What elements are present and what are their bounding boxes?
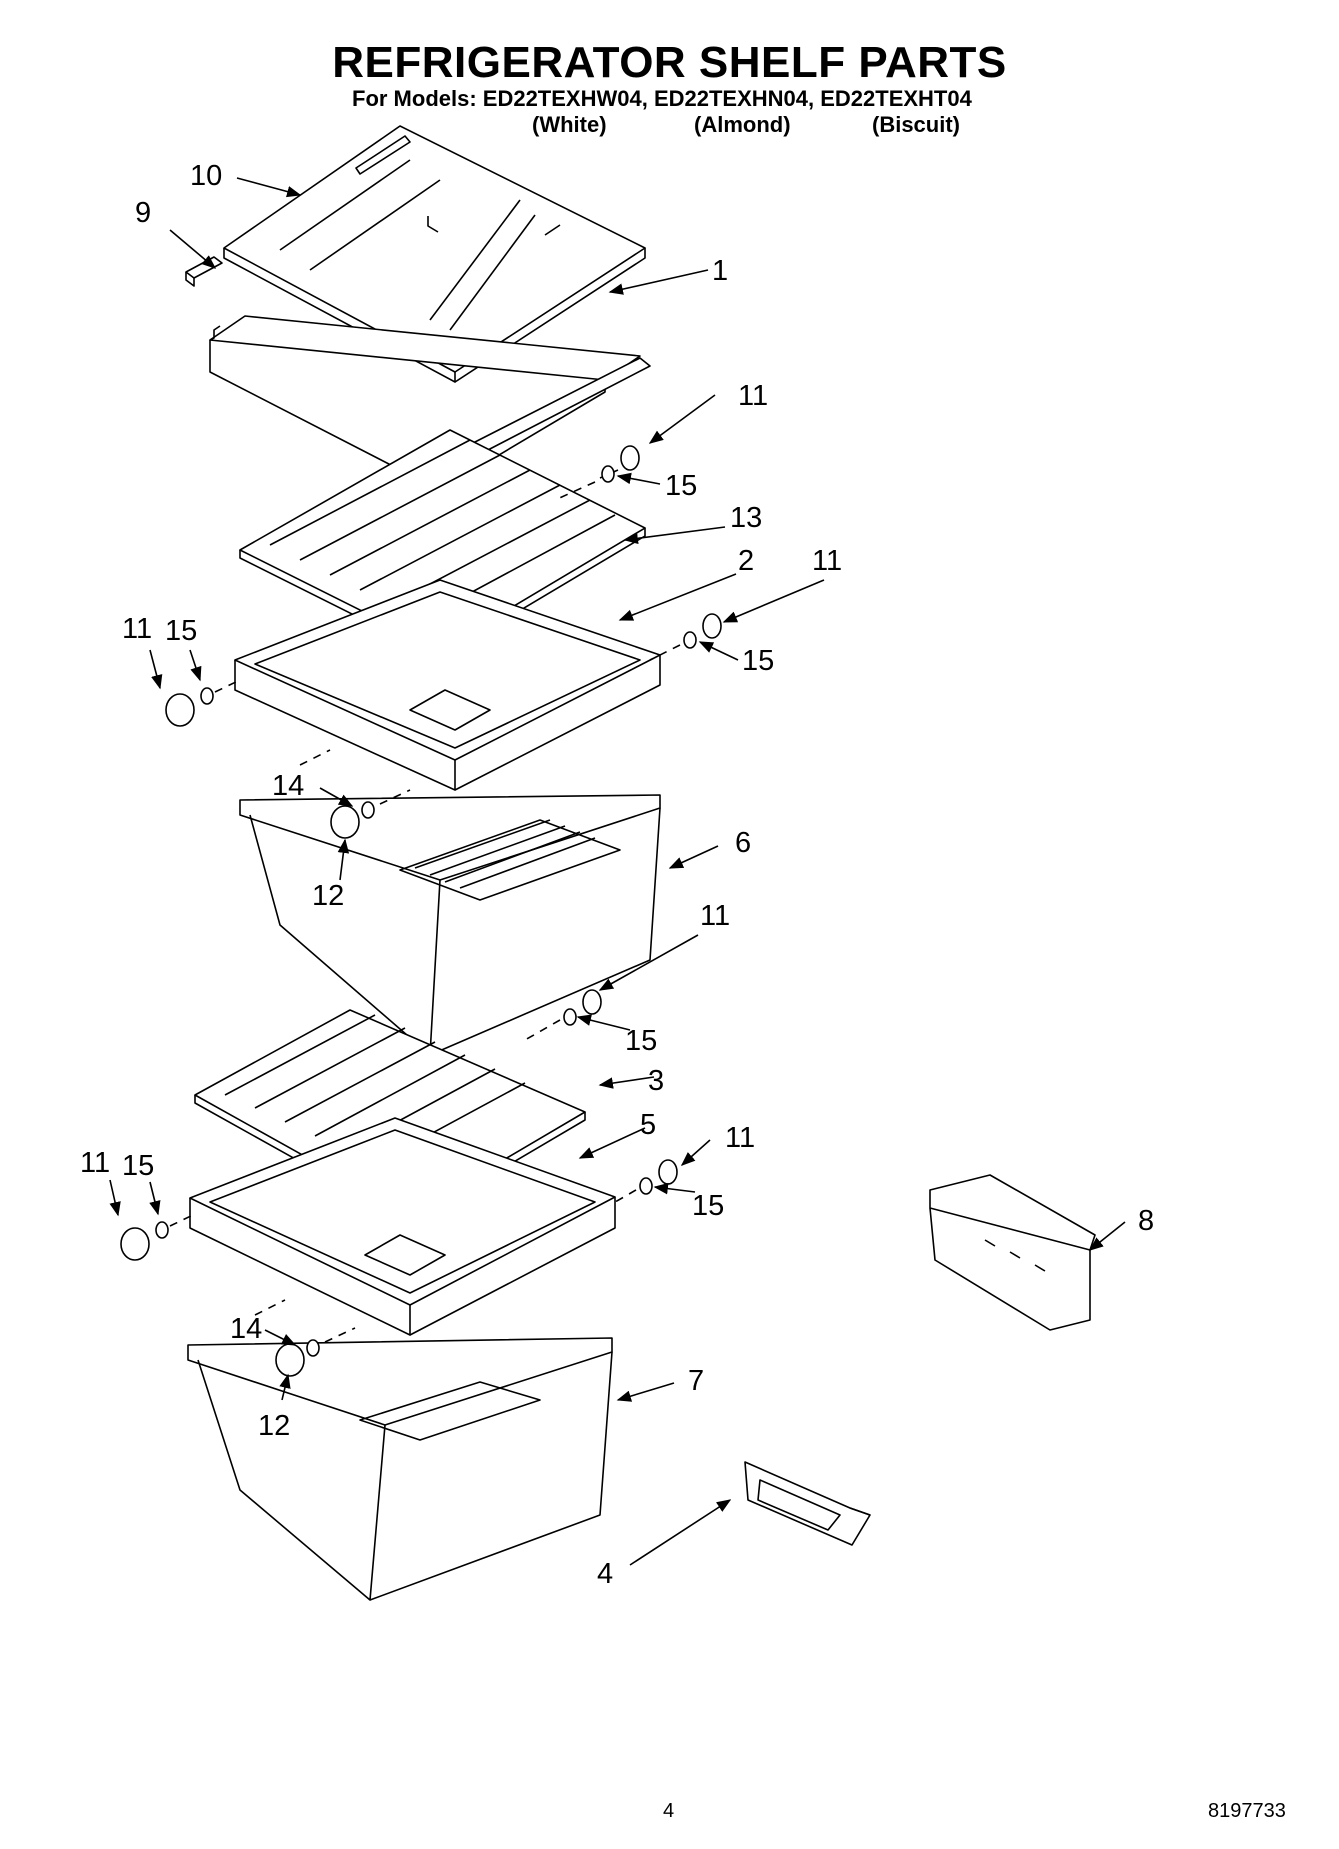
crisper-cover-frame-upper [234, 579, 661, 791]
callout-14: 14 [272, 770, 304, 802]
callout-labels: 10 9 1 11 15 13 2 11 15 11 15 14 12 6 11… [80, 160, 1154, 1590]
callout-2: 2 [738, 545, 754, 577]
callout-4: 4 [597, 1558, 613, 1590]
callout-9: 9 [135, 197, 151, 229]
small-parts [120, 445, 722, 1377]
callout-6: 6 [735, 827, 751, 859]
callout-7: 7 [688, 1365, 704, 1397]
variant-almond: (Almond) [694, 112, 791, 137]
callout-11: 11 [812, 545, 842, 577]
page-title: REFRIGERATOR SHELF PARTS [332, 38, 1007, 87]
callout-15: 15 [665, 470, 697, 502]
glass-shelf [223, 125, 646, 383]
callout-15: 15 [625, 1025, 657, 1057]
models-line: For Models: ED22TEXHW04, ED22TEXHN04, ED… [352, 86, 972, 111]
callout-14: 14 [230, 1313, 262, 1345]
crisper-cover-frame-lower [189, 1117, 616, 1336]
callout-11: 11 [80, 1147, 110, 1179]
callout-15: 15 [692, 1190, 724, 1222]
callout-15: 15 [122, 1150, 154, 1182]
callout-5: 5 [640, 1109, 656, 1141]
callout-15: 15 [742, 645, 774, 677]
page-number: 4 [663, 1800, 675, 1822]
callout-11: 11 [700, 900, 730, 932]
callout-10: 10 [190, 160, 222, 192]
variant-white: (White) [532, 112, 607, 137]
door-bin [929, 1174, 1096, 1331]
assembly-lines [169, 481, 681, 1343]
callout-11: 11 [122, 613, 152, 645]
crisper-drawer-upper [239, 794, 661, 1056]
callout-3: 3 [648, 1065, 664, 1097]
callout-11: 11 [725, 1122, 755, 1154]
document-number: 8197733 [1208, 1800, 1286, 1822]
callout-13: 13 [730, 502, 762, 534]
callout-11: 11 [738, 380, 768, 412]
crisper-drawer-lower [187, 1337, 613, 1601]
callout-8: 8 [1138, 1205, 1154, 1237]
callout-15: 15 [165, 615, 197, 647]
callout-1: 1 [712, 255, 728, 287]
callout-12: 12 [312, 880, 344, 912]
callout-12: 12 [258, 1410, 290, 1442]
label-holder [744, 1461, 871, 1546]
variant-biscuit: (Biscuit) [872, 112, 960, 137]
callout-arrows [109, 177, 1126, 1566]
